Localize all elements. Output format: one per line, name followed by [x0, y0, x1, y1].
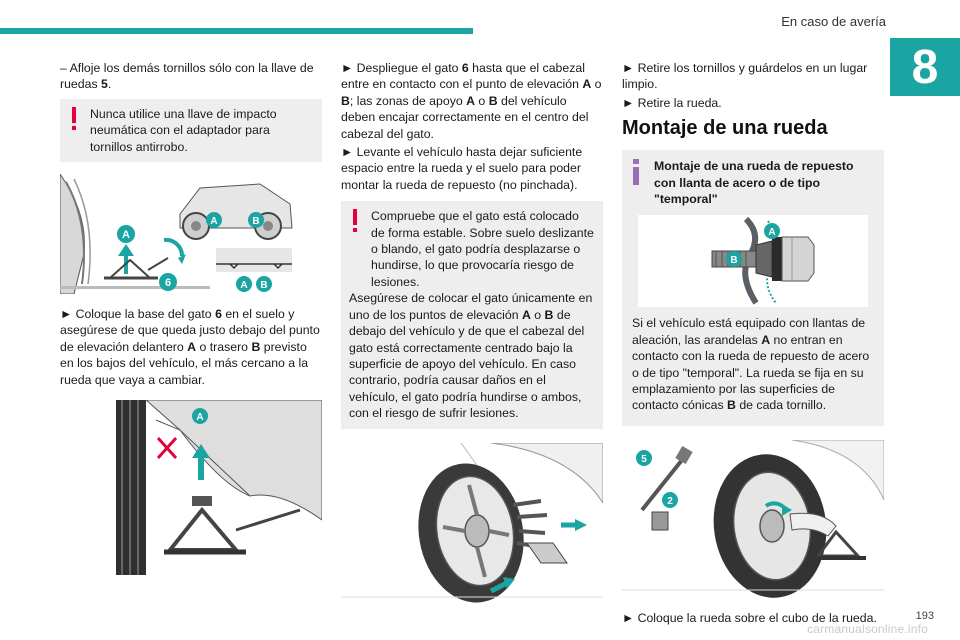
label-cap: 2 [667, 496, 673, 507]
figure-jack-points: A 6 A B A B [60, 174, 322, 295]
warning-exclamation-icon [72, 106, 76, 130]
warning-jack-centering: Asegúrese de colocar el gato únicamente … [349, 291, 593, 421]
figure-fit-wheel: 5 2 [622, 439, 884, 600]
step-place-jack: ► Coloque la base del gato 6 en el suelo… [60, 307, 320, 387]
step-remove-wheel: ► Retire la rueda. [622, 95, 722, 110]
heading-mount-wheel: Montaje de una rueda [622, 117, 828, 140]
label-a: A [196, 412, 203, 423]
label-a: A [768, 227, 775, 238]
figure-jack-under-car: A [60, 400, 322, 576]
step-remove-screws: ► Retire los tornillos y guárdelos en un… [622, 61, 868, 92]
info-text: Si el vehículo está equipado con llantas… [632, 316, 870, 413]
step-deploy-jack: ► Despliegue el gato 6 hasta que el cabe… [341, 61, 602, 141]
label-wheel-wrench: 5 [641, 454, 647, 465]
warning-exclamation-icon [353, 209, 357, 233]
label-a-detail: A [240, 280, 247, 291]
step-lift-vehicle: ► Levante el vehículo hasta dejar sufici… [341, 145, 583, 192]
page-number: 193 [915, 610, 934, 622]
step-place-wheel: ► Coloque la rueda sobre el cubo de la r… [622, 610, 877, 625]
warning-jack-stability: Compruebe que el gato está colocado de f… [341, 201, 603, 429]
label-a-car: A [210, 216, 217, 227]
label-a: A [122, 229, 130, 241]
washer-detail-illustration: A B [638, 215, 868, 308]
header-accent-bar [0, 28, 473, 34]
jack-under-car-illustration: A [116, 400, 322, 576]
column-1: – Afloje los demás tornillos sólo con la… [60, 60, 322, 576]
remove-wheel-illustration [341, 442, 603, 603]
figure-remove-wheel [341, 442, 603, 603]
warning-impact-wrench: Nunca utilice una llave de impacto neumá… [60, 98, 322, 163]
column-2: ► Despliegue el gato 6 hasta que el cabe… [341, 60, 603, 603]
info-spare-wheel: Montaje de una rueda de repuesto con lla… [622, 150, 884, 426]
column-3: ► Retire los tornillos y guárdelos en un… [622, 60, 884, 628]
label-b-car: B [252, 216, 259, 227]
chapter-number: 8 [890, 38, 960, 96]
label-jack: 6 [165, 277, 171, 289]
label-b: B [730, 255, 737, 266]
step-loosen-screws: – Afloje los demás tornillos sólo con la… [60, 61, 314, 92]
figure-washer-detail: A B [638, 215, 868, 308]
jack-points-illustration: A 6 A B A B [60, 174, 293, 295]
label-b-detail: B [260, 280, 267, 291]
fit-wheel-illustration: 5 2 [622, 439, 884, 598]
section-title: En caso de avería [781, 14, 886, 29]
info-icon [633, 159, 639, 186]
watermark: carmanualsonline.info [807, 622, 928, 636]
info-title: Montaje de una rueda de repuesto con lla… [654, 159, 854, 207]
